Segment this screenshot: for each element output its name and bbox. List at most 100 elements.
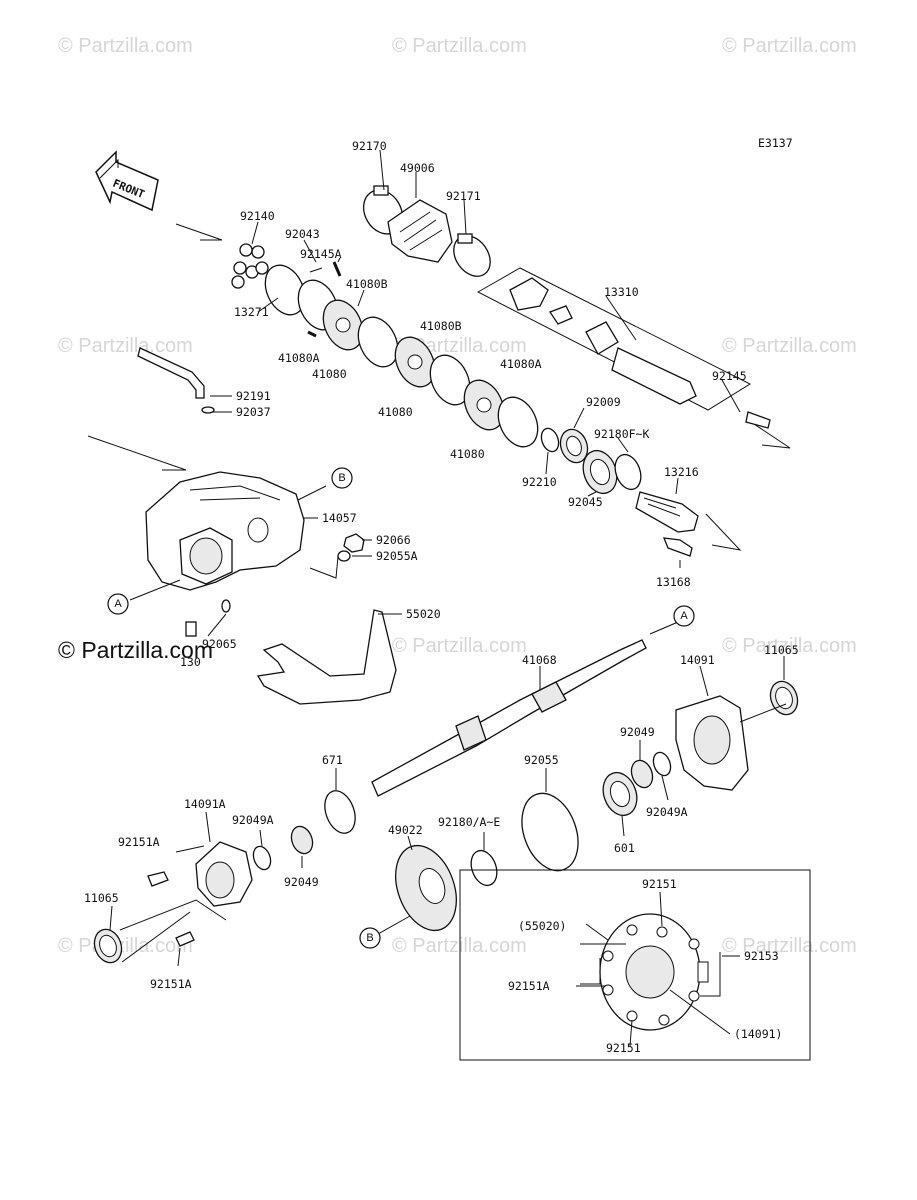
drain-plug (337, 533, 365, 562)
watermark-main: © Partzilla.com (58, 637, 213, 663)
clamp-tab (373, 185, 389, 196)
part-label: 92045 (568, 495, 603, 509)
pin-13168 (662, 537, 693, 557)
part-label: 41080B (346, 277, 388, 291)
part-label: 92145A (300, 247, 342, 261)
axis-lines (87, 223, 791, 551)
part-label: 14057 (322, 511, 357, 525)
part-label: 92145 (712, 369, 747, 383)
callout-a (673, 605, 695, 627)
pinion-13216 (635, 491, 699, 533)
part-label: 92153 (744, 949, 779, 963)
shaft-13310 (611, 347, 697, 405)
part-label: 92049 (284, 875, 319, 889)
part-label: 13216 (664, 465, 699, 479)
part-label: 13168 (656, 575, 691, 589)
part-label: 49006 (400, 161, 435, 175)
hose-92191 (137, 347, 205, 399)
cover-14091 (675, 695, 749, 791)
part-label: (55020) (518, 919, 566, 933)
watermark: © Partzilla.com (722, 35, 857, 57)
bearings-lower (602, 751, 672, 817)
front-arrow-icon: FRONT (95, 150, 159, 212)
watermark: © Partzilla.com (58, 35, 193, 57)
part-label: 92009 (586, 395, 621, 409)
bearings-upper (540, 427, 642, 495)
part-label: 41080 (450, 447, 485, 461)
watermark: © Partzilla.com (58, 335, 193, 357)
clamp-tab (457, 233, 473, 244)
plate-41080B (357, 316, 399, 368)
part-label: 92049A (646, 805, 688, 819)
part-label: 92170 (352, 139, 387, 153)
part-label: 41080A (278, 351, 320, 365)
callout-b (331, 467, 353, 489)
part-label: 92151 (606, 1041, 641, 1055)
part-label: 92151A (118, 835, 160, 849)
part-label: 92151A (150, 977, 192, 991)
drive-shaft-box (476, 267, 771, 429)
cover-14091A (93, 825, 314, 964)
shaft-41068 (371, 639, 647, 797)
shim-92180FK (614, 453, 642, 491)
part-label: 55020 (406, 607, 441, 621)
plate-41080A (497, 396, 539, 448)
seal-92049 (630, 759, 654, 789)
part-label: 92043 (285, 227, 320, 241)
callout-a (107, 593, 129, 615)
watermark: © Partzilla.com (392, 635, 527, 657)
part-label: 92151A (508, 979, 550, 993)
part-label: 130 (180, 655, 201, 669)
plug-92066 (343, 533, 365, 553)
inset-detail (459, 869, 811, 1061)
rollers-92140 (231, 243, 269, 289)
clutch-plates (264, 264, 539, 448)
watermark: © Partzilla.com (722, 335, 857, 357)
small-fasteners (185, 599, 231, 637)
part-label: 92151 (642, 877, 677, 891)
housing-14057 (145, 471, 305, 591)
part-label: 92049 (620, 725, 655, 739)
part-labels: 92170 49006 92171 92140 92043 92145A 410… (84, 139, 799, 1055)
part-label: 92066 (376, 533, 411, 547)
oring-92055 (521, 792, 579, 872)
diagram-code: E3137 (758, 136, 793, 150)
yoke (509, 277, 549, 311)
bracket-55020 (256, 609, 397, 705)
pinion-gear (635, 491, 699, 557)
leader-lines (109, 149, 787, 1047)
svg-text:A: A (114, 598, 122, 610)
part-label: 13310 (604, 285, 639, 299)
shim-92180AE (470, 849, 498, 887)
callout-circles: B A A B (107, 467, 695, 949)
part-label: 14091 (680, 653, 715, 667)
part-label: 49022 (388, 823, 423, 837)
pins (307, 261, 342, 338)
part-label: 92065 (202, 637, 237, 651)
part-label: 92049A (232, 813, 274, 827)
part-label: 671 (322, 753, 343, 767)
part-label: 92171 (446, 189, 481, 203)
seal-11065-upper (769, 680, 799, 716)
ring-92210 (540, 427, 560, 453)
clip-92037 (201, 406, 215, 414)
watermark: © Partzilla.com (722, 935, 857, 957)
bolt-92145 (745, 411, 771, 429)
part-label: 92037 (236, 405, 271, 419)
oring-671 (324, 790, 356, 834)
part-label: 92180/A~E (438, 815, 500, 829)
svg-text:A: A (680, 610, 688, 622)
part-label: 601 (614, 841, 635, 855)
plate-41080B (429, 354, 471, 406)
svg-text:B: B (366, 932, 373, 944)
part-label: 41080 (312, 367, 347, 381)
part-label: 41080 (378, 405, 413, 419)
ring-92049A (652, 751, 672, 777)
part-label: 92055A (376, 549, 418, 563)
part-label: 14091A (184, 797, 226, 811)
part-label: 92140 (240, 209, 275, 223)
part-label: 92180F~K (594, 427, 649, 441)
boot-assembly (362, 185, 491, 277)
